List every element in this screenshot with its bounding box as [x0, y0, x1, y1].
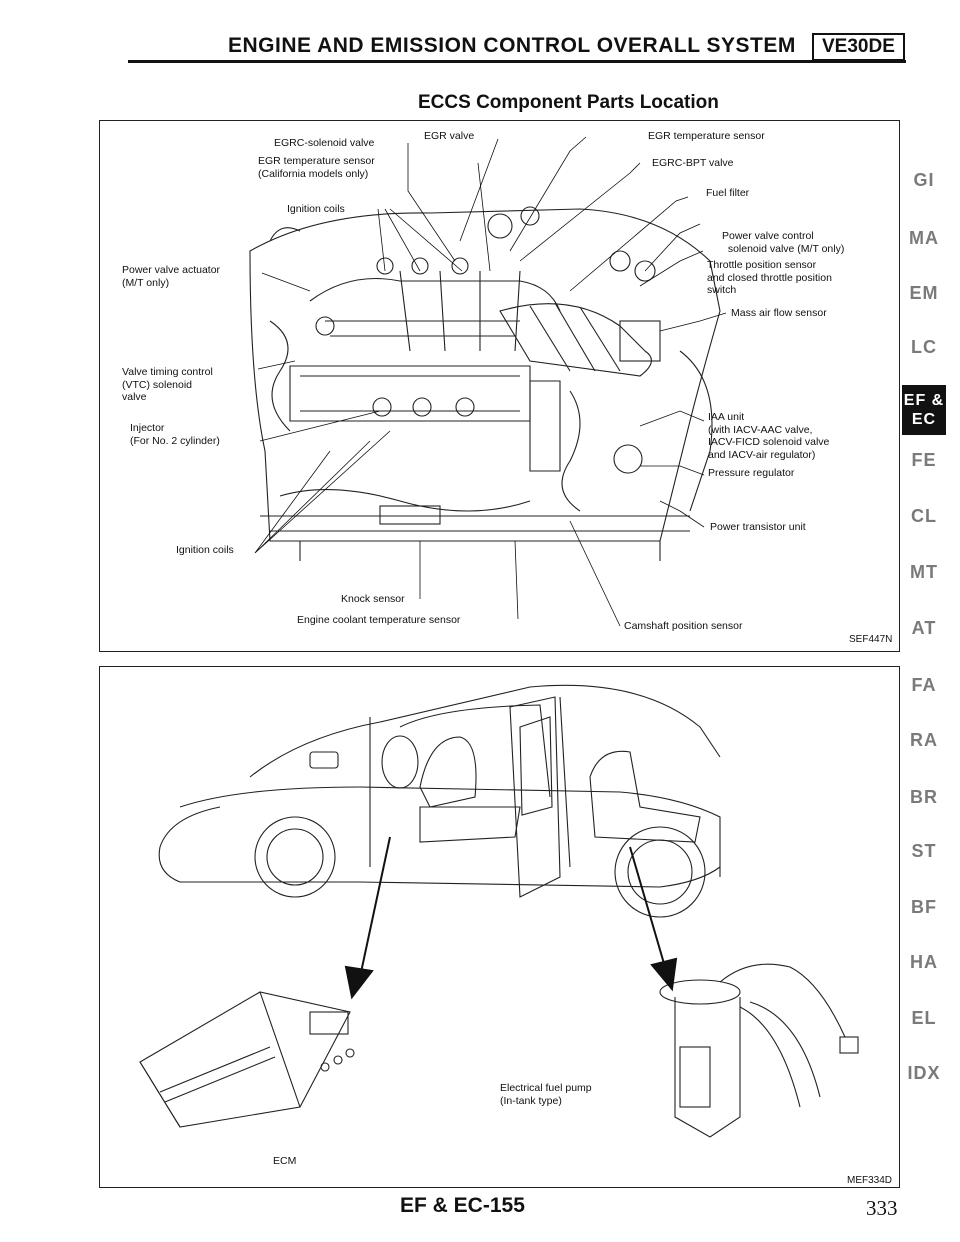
- tab-ha[interactable]: HA: [910, 952, 938, 972]
- label-injector: Injector (For No. 2 cylinder): [130, 422, 220, 447]
- tab-ra[interactable]: RA: [910, 730, 938, 750]
- engine-illustration: [249, 136, 727, 627]
- tab-gi[interactable]: GI: [913, 170, 935, 190]
- tab-at[interactable]: AT: [911, 618, 937, 638]
- figure-code: SEF447N: [849, 634, 893, 645]
- model-badge: VE30DE: [812, 33, 905, 61]
- vehicle-diagram: Electrical fuel pump (In-tank type) ECM …: [99, 666, 900, 1188]
- tab-fe[interactable]: FE: [911, 450, 937, 470]
- tab-idx[interactable]: IDX: [907, 1063, 941, 1083]
- label-engine-coolant-temperature-sensor: Engine coolant temperature sensor: [297, 614, 461, 626]
- label-ignition-coils-bottom: Ignition coils: [176, 544, 234, 556]
- label-fuel-filter: Fuel filter: [706, 187, 750, 199]
- label-vtc-solenoid-valve: Valve timing control (VTC) solenoid valv…: [122, 366, 213, 403]
- section-title: ECCS Component Parts Location: [418, 92, 719, 113]
- label-egr-temperature-sensor: EGR temperature sensor: [648, 130, 765, 142]
- tab-ef-ec[interactable]: EF & EC: [902, 385, 946, 435]
- label-camshaft-position-sensor: Camshaft position sensor: [624, 620, 743, 632]
- tab-br[interactable]: BR: [910, 787, 938, 807]
- label-throttle-position-sensor: Throttle position sensor and closed thro…: [707, 259, 832, 296]
- label-egr-valve: EGR valve: [424, 130, 475, 142]
- tab-st[interactable]: ST: [911, 841, 937, 861]
- label-ignition-coils-top: Ignition coils: [287, 203, 345, 215]
- engine-diagram: EGRC-solenoid valve EGR valve EGR temper…: [99, 120, 900, 652]
- tab-em[interactable]: EM: [909, 283, 939, 303]
- tab-bf[interactable]: BF: [911, 897, 937, 917]
- label-iaa-unit: IAA unit (with IACV-AAC valve, IACV-FICD…: [708, 411, 830, 461]
- header-title: ENGINE AND EMISSION CONTROL OVERALL SYST…: [228, 34, 796, 57]
- header-rule: [128, 60, 906, 63]
- tab-cl[interactable]: CL: [911, 506, 937, 526]
- footer-page-code: EF & EC-155: [400, 1194, 525, 1217]
- tab-ma[interactable]: MA: [909, 228, 939, 248]
- label-electrical-fuel-pump: Electrical fuel pump (In-tank type): [500, 1082, 592, 1107]
- label-ecm: ECM: [273, 1155, 297, 1167]
- label-power-valve-control: Power valve control solenoid valve (M/T …: [722, 230, 845, 255]
- label-knock-sensor: Knock sensor: [341, 593, 405, 605]
- label-power-valve-actuator: Power valve actuator (M/T only): [122, 264, 221, 289]
- tab-fa[interactable]: FA: [911, 675, 937, 695]
- label-pressure-regulator: Pressure regulator: [708, 467, 795, 479]
- label-power-transistor-unit: Power transistor unit: [710, 521, 806, 533]
- tab-lc[interactable]: LC: [911, 337, 937, 357]
- label-egrc-solenoid-valve: EGRC-solenoid valve: [274, 137, 375, 149]
- tab-el[interactable]: EL: [911, 1008, 937, 1028]
- label-mass-air-flow-sensor: Mass air flow sensor: [731, 307, 827, 319]
- tab-mt[interactable]: MT: [910, 562, 938, 582]
- figure-code-2: MEF334D: [847, 1175, 893, 1186]
- page-number: 333: [866, 1196, 898, 1220]
- vehicle-illustration: [139, 684, 859, 1138]
- label-egr-temperature-sensor-california: EGR temperature sensor (California model…: [258, 155, 375, 180]
- label-egrc-bpt-valve: EGRC-BPT valve: [652, 157, 734, 169]
